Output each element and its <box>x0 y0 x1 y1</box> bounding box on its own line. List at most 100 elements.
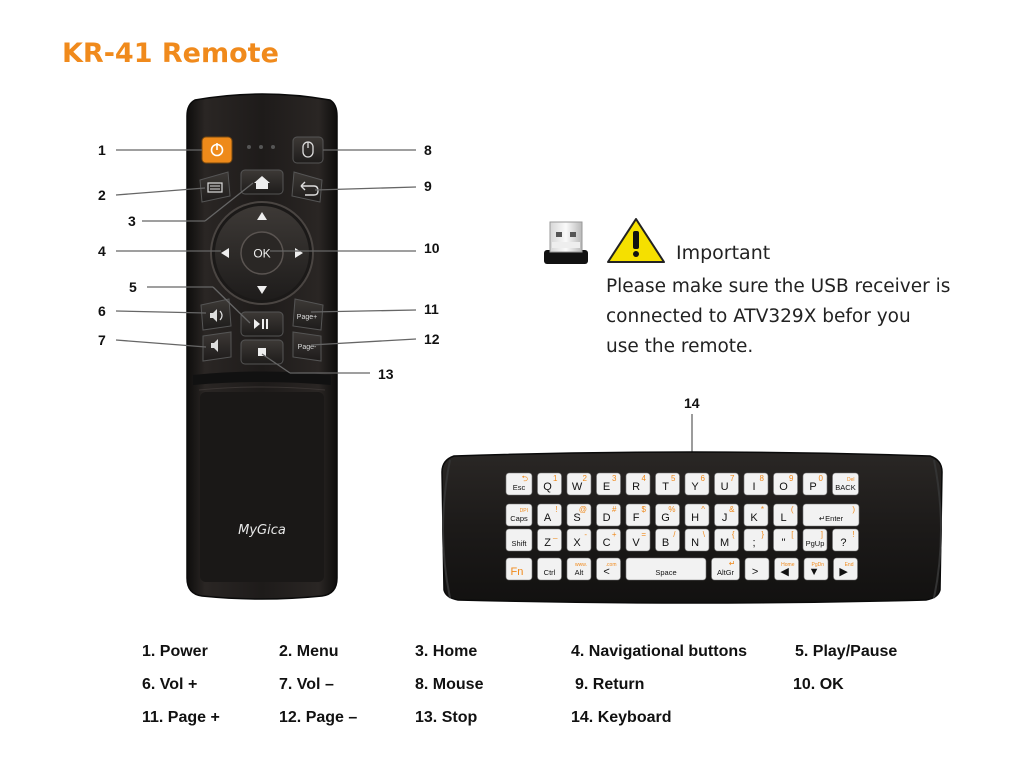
svg-text:$: $ <box>642 505 647 514</box>
svg-text:{: { <box>732 530 735 539</box>
svg-text:^: ^ <box>701 505 705 514</box>
mouse-button[interactable] <box>292 136 324 164</box>
key-p[interactable]: P0 <box>802 472 828 496</box>
legend-item-page-down: 12. Page – <box>279 709 358 726</box>
key-z[interactable]: Z_ <box>537 528 562 552</box>
key-fn[interactable]: Fn <box>505 557 533 581</box>
key[interactable]: ◀Home <box>774 557 799 581</box>
key[interactable]: ?! <box>832 528 859 552</box>
legend-item-keyboard: 14. Keyboard <box>571 709 672 726</box>
play-pause-button[interactable] <box>240 311 284 337</box>
svg-text:Q: Q <box>543 481 552 493</box>
callout-4: 4 <box>98 243 106 259</box>
usb-receiver-icon <box>544 221 588 264</box>
left-arrow-icon[interactable] <box>221 248 229 258</box>
callout-7: 7 <box>98 332 106 348</box>
svg-text:BACK: BACK <box>835 483 855 492</box>
svg-text:A: A <box>544 512 552 524</box>
key[interactable]: ▶End <box>833 557 858 581</box>
key-h[interactable]: H^ <box>684 503 710 527</box>
key-enter[interactable]: ↵Enter) <box>802 503 860 527</box>
keyboard: Esc⮌Q1W2E3R4T5Y6U7I8O9P0BACKDelCapsDPIA!… <box>441 451 943 604</box>
key-b[interactable]: B/ <box>655 528 680 552</box>
volume-up-button[interactable] <box>200 298 232 331</box>
usb-receiver-note: Please make sure the USB receiver is con… <box>606 272 986 362</box>
key-t[interactable]: T5 <box>655 472 680 496</box>
key-ctrl[interactable]: Ctrl <box>537 557 562 581</box>
legend-item-navigation: 4. Navigational buttons <box>571 643 748 660</box>
key[interactable]: <.com <box>596 557 621 581</box>
svg-text:5: 5 <box>671 474 676 483</box>
key-j[interactable]: J& <box>714 503 739 527</box>
key-g[interactable]: G% <box>655 503 680 527</box>
key-r[interactable]: R4 <box>625 472 651 496</box>
key-c[interactable]: C+ <box>596 528 621 552</box>
legend-item-home: 3. Home <box>415 643 478 660</box>
down-arrow-icon[interactable] <box>257 286 267 294</box>
svg-text:B: B <box>662 537 669 549</box>
page-up-button[interactable]: Page+ <box>292 298 324 331</box>
legend-item-ok: 10. OK <box>793 676 844 693</box>
svg-text:▶: ▶ <box>839 566 848 578</box>
key-shift[interactable]: Shift <box>505 528 533 552</box>
key-n[interactable]: N\ <box>684 528 710 552</box>
key[interactable]: ;} <box>743 528 769 552</box>
callout-10: 10 <box>424 240 440 256</box>
key-space[interactable]: Space <box>625 557 707 581</box>
svg-text:6: 6 <box>701 474 706 483</box>
svg-text:]: ] <box>821 530 823 539</box>
svg-text:=: = <box>641 530 646 539</box>
key-x[interactable]: X- <box>566 528 592 552</box>
key-v[interactable]: V= <box>625 528 651 552</box>
svg-text:-: - <box>584 530 587 539</box>
power-button[interactable] <box>201 136 233 164</box>
svg-text:Caps: Caps <box>510 514 528 523</box>
key-f[interactable]: F$ <box>625 503 651 527</box>
ok-button[interactable]: OK <box>240 231 284 275</box>
svg-text:AltGr: AltGr <box>717 568 735 577</box>
key-i[interactable]: I8 <box>743 472 769 496</box>
warning-icon <box>607 218 665 263</box>
key[interactable]: > <box>744 557 770 581</box>
key-d[interactable]: D# <box>596 503 621 527</box>
home-button[interactable] <box>240 169 284 195</box>
key-pgup[interactable]: PgUp] <box>802 528 828 552</box>
stop-button[interactable] <box>240 339 284 365</box>
key-y[interactable]: Y6 <box>684 472 710 496</box>
key[interactable]: ▼PgDn <box>803 557 829 581</box>
key-u[interactable]: U7 <box>714 472 739 496</box>
key-q[interactable]: Q1 <box>537 472 562 496</box>
svg-text:;: ; <box>753 537 756 549</box>
key-l[interactable]: L( <box>773 503 798 527</box>
callout-1: 1 <box>98 142 106 158</box>
svg-text:H: H <box>691 512 699 524</box>
key-altgr[interactable]: AltGr↵ <box>711 557 740 581</box>
legend-item-return: 9. Return <box>575 676 645 693</box>
menu-button[interactable] <box>199 171 231 203</box>
callout-3: 3 <box>128 213 136 229</box>
svg-text:F: F <box>633 512 640 524</box>
leader-lines <box>115 149 693 466</box>
key[interactable]: "[ <box>773 528 798 552</box>
svg-text:D: D <box>603 512 611 524</box>
key-w[interactable]: W2 <box>566 472 592 496</box>
key-esc[interactable]: Esc⮌ <box>505 472 533 496</box>
svg-text:0: 0 <box>819 474 824 483</box>
key-o[interactable]: O9 <box>773 472 798 496</box>
key-s[interactable]: S@ <box>566 503 592 527</box>
svg-text:2: 2 <box>583 474 588 483</box>
up-arrow-icon[interactable] <box>257 212 267 220</box>
legend-item-stop: 13. Stop <box>415 709 478 726</box>
key-m[interactable]: M{ <box>714 528 739 552</box>
key-a[interactable]: A! <box>537 503 562 527</box>
volume-down-button[interactable] <box>202 331 232 362</box>
key-e[interactable]: E3 <box>596 472 621 496</box>
return-button[interactable] <box>291 171 323 203</box>
callout-2: 2 <box>98 187 106 203</box>
page-down-button[interactable]: Page- <box>292 331 322 362</box>
key-k[interactable]: K* <box>743 503 769 527</box>
